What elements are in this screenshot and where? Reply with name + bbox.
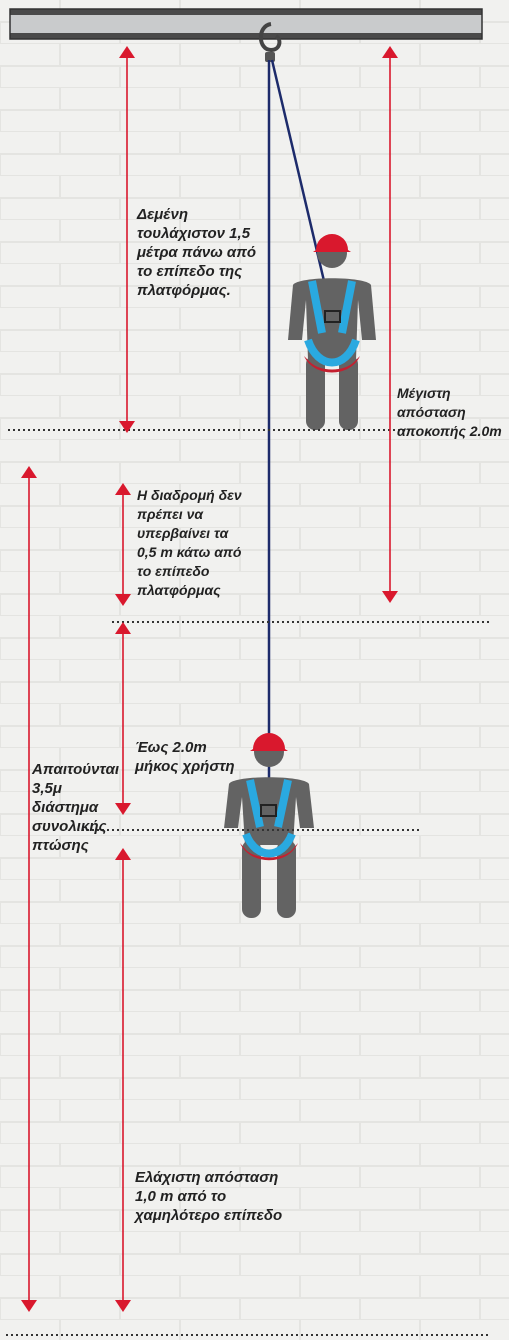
carabiner-hook-icon: [258, 22, 282, 62]
total-fall-clearance-label: Απαιτούνται 3,5μ διάστημα συνολικής πτώσ…: [32, 761, 120, 854]
arrow-anchor-height: [119, 46, 135, 433]
dimension-arrows: [21, 46, 398, 1312]
arrow-max-arrest: [382, 46, 398, 603]
worker-hanging-icon: [224, 733, 314, 918]
worker-standing-icon: [288, 234, 376, 430]
travel-limit-label: Η διαδρομή δεν πρέπει να υπερβαίνει τα 0…: [137, 487, 242, 598]
i-beam-icon: [9, 8, 483, 40]
lifeline-to-worker: [270, 59, 334, 316]
arrow-min-clearance: [115, 848, 131, 1312]
min-clearance-label: Ελάχιστη απόσταση 1,0 m από το χαμηλότερ…: [135, 1169, 283, 1224]
max-arrest-distance-label: Μέγιστη απόσταση αποκοπής 2.0m: [397, 385, 502, 439]
arrow-total-clearance: [21, 466, 37, 1312]
user-length-label: Έως 2.0m μήκος χρήστη: [135, 739, 235, 775]
arrow-travel-limit: [115, 483, 131, 606]
arrow-user-length: [115, 622, 131, 815]
anchor-height-label: Δεμένη τουλάχιστον 1,5 μέτρα πάνω από το…: [137, 206, 257, 299]
